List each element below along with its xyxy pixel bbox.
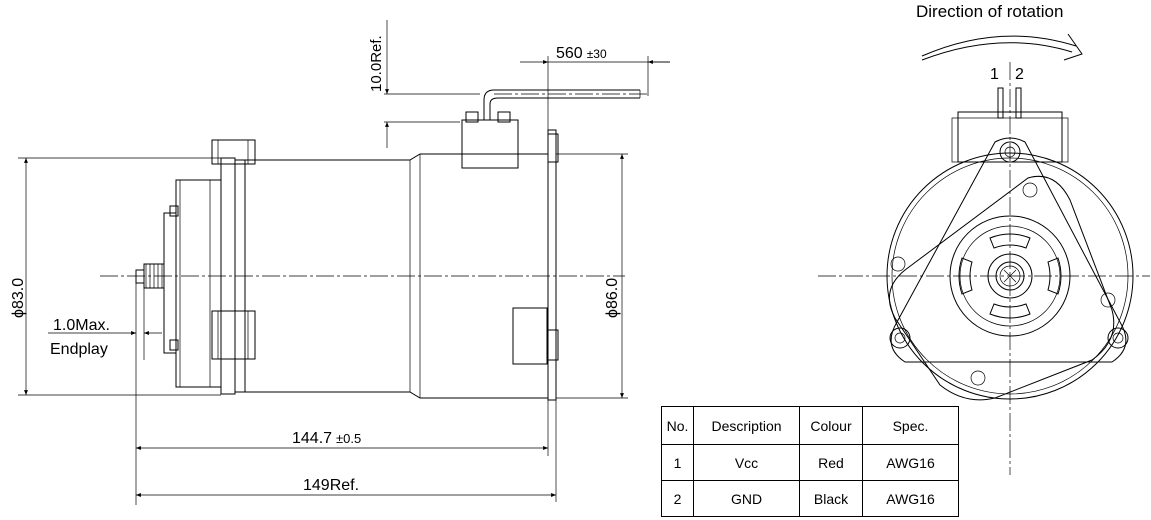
mount-screw-right — [1107, 327, 1129, 349]
length-144-label: 144.7±0.5 — [292, 430, 361, 447]
cell-no: 2 — [661, 480, 694, 517]
terminal-2-label: 2 — [1015, 66, 1024, 83]
length-149-label: 149Ref. — [303, 477, 359, 494]
cell-no: 1 — [661, 444, 694, 481]
cell-spec: AWG16 — [862, 444, 959, 481]
cell-colour: Black — [799, 480, 863, 517]
table-header-row: No. Description Colour Spec. — [661, 406, 959, 445]
cell-spec: AWG16 — [862, 480, 959, 517]
wire-lead — [483, 89, 650, 120]
wire-length-label: 560±30 — [556, 45, 607, 62]
header-colour: Colour — [799, 406, 863, 445]
shaft-end — [987, 253, 1033, 299]
side-dimensions: 10.0Ref. 560±30 ϕ83.0 ϕ86.0 1.0Max. Endp… — [10, 20, 670, 505]
cell-description: Vcc — [693, 444, 800, 481]
rotation-arrow — [921, 35, 1077, 57]
lead-height-label: 10.0Ref. — [368, 35, 385, 92]
header-no: No. — [661, 406, 694, 445]
endplay-label: Endplay — [50, 341, 108, 358]
terminal-1-label: 1 — [990, 66, 999, 83]
flange-inner — [888, 175, 1115, 401]
wire-spec-table: No. Description Colour Spec. 1 Vcc Red A… — [661, 406, 959, 517]
direction-label: Direction of rotation — [916, 2, 1063, 21]
front-view: Direction of rotation 1 2 — [818, 2, 1150, 475]
housing-outline — [886, 152, 1134, 400]
motor-housing — [245, 129, 557, 401]
cell-description: GND — [693, 480, 800, 517]
terminal-block — [461, 111, 559, 365]
diameter-83-label: ϕ83.0 — [10, 278, 27, 318]
side-view — [100, 89, 650, 401]
diameter-86-label: ϕ86.0 — [604, 278, 621, 318]
inner-hub — [949, 215, 1071, 337]
mounting-plate — [211, 139, 256, 395]
header-spec: Spec. — [862, 406, 959, 445]
table-row: 2 GND Black AWG16 — [661, 480, 959, 517]
mount-screw-left — [889, 327, 911, 349]
mount-screw-top — [999, 141, 1021, 163]
header-description: Description — [693, 406, 800, 445]
triangular-flange — [890, 137, 1127, 363]
cell-colour: Red — [799, 444, 863, 481]
endplay-value: 1.0Max. — [53, 317, 110, 334]
table-row: 1 Vcc Red AWG16 — [661, 444, 959, 481]
